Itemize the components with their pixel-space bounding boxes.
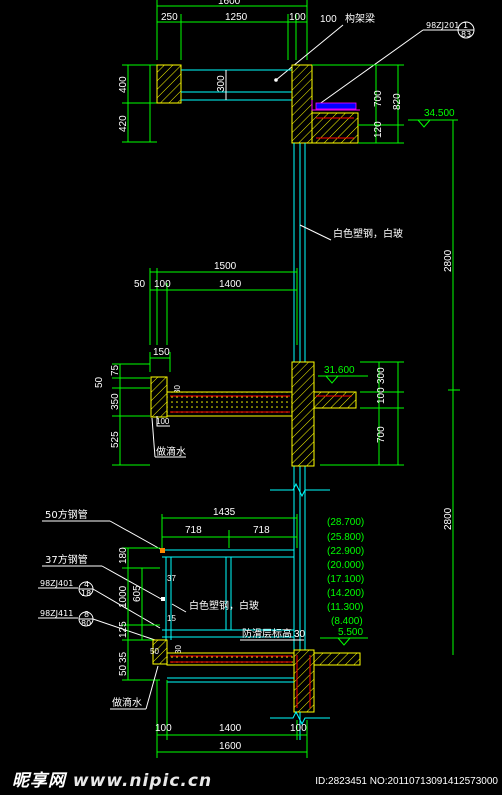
drip-label-lower: 做滴水 bbox=[112, 696, 142, 709]
lower-vert-15: 15 bbox=[167, 614, 176, 623]
mid-parapet bbox=[150, 376, 168, 418]
ref-401-code: 98ZJ401 bbox=[40, 579, 73, 588]
right-vert-2800b: 2800 bbox=[443, 507, 454, 530]
eave-beam-label: 构架梁 bbox=[345, 12, 375, 25]
mid-vert-100: 100 bbox=[156, 417, 170, 426]
top-left-beam bbox=[156, 64, 182, 104]
tube-37-section bbox=[161, 597, 165, 601]
lower-right-slab bbox=[313, 652, 361, 666]
top-vert-300: 300 bbox=[216, 75, 227, 92]
top-ref-code: 98ZJ201 bbox=[426, 21, 459, 30]
lower-vert-125: 125 bbox=[118, 621, 129, 638]
mid-dim-100: 100 bbox=[154, 279, 171, 290]
right-vert-2800a: 2800 bbox=[443, 249, 454, 272]
bottom-dim-1400: 1400 bbox=[219, 723, 242, 734]
top-dimension-chain bbox=[156, 0, 308, 60]
lower-vert-37: 37 bbox=[167, 574, 176, 583]
top-ref-sheet-top: 1 bbox=[463, 21, 468, 30]
lower-parapet bbox=[152, 639, 168, 665]
floor-level: (20.000) bbox=[327, 560, 364, 571]
lower-slab bbox=[166, 652, 295, 666]
top-dim-1250: 1250 bbox=[225, 12, 248, 23]
mid-main-column bbox=[291, 361, 315, 467]
elevation-marker-mid bbox=[318, 375, 368, 384]
lower-vert-35: 35 bbox=[118, 651, 129, 663]
ref-411-num: 8 bbox=[84, 610, 89, 619]
mid-vert-700: 700 bbox=[376, 426, 387, 443]
tube-37-label: 37方钢管 bbox=[45, 553, 88, 566]
mid-vert-30: 30 bbox=[173, 385, 182, 394]
bottom-dimension-chain bbox=[156, 680, 308, 758]
lower-vert-1000: 1000 bbox=[118, 585, 129, 608]
ref-401-sheet: 18 bbox=[81, 589, 91, 598]
mid-vert-350: 350 bbox=[110, 393, 121, 410]
top-dim-100b: 100 bbox=[320, 14, 337, 25]
elevation-mid-label: 31.600 bbox=[324, 365, 355, 376]
top-vert-420: 420 bbox=[118, 115, 129, 132]
bottom-dim-100b: 100 bbox=[290, 723, 307, 734]
top-total-dim: 1600 bbox=[218, 0, 241, 7]
bottom-dim-100a: 100 bbox=[155, 723, 172, 734]
tube-50-label: 50方钢管 bbox=[45, 508, 88, 521]
lower-vert-180: 180 bbox=[118, 547, 129, 564]
top-dim-100a: 100 bbox=[289, 12, 306, 23]
top-vert-700: 700 bbox=[373, 90, 384, 107]
lower-dimension-chain bbox=[161, 514, 298, 548]
elevation-marker-top bbox=[408, 119, 458, 128]
mid-dim-150: 150 bbox=[153, 347, 170, 358]
railing-frame bbox=[162, 549, 294, 640]
ref-411-sheet: 80 bbox=[81, 619, 91, 628]
top-dim-250: 250 bbox=[161, 12, 178, 23]
floor-level: (25.800) bbox=[327, 532, 364, 543]
window-note-mid: 白色塑钢，白玻 bbox=[333, 227, 403, 240]
image-id-text: ID:2823451 NO:20110713091412573000 bbox=[315, 776, 498, 787]
mid-vert-100b: 100 bbox=[376, 387, 387, 404]
ref-411-code: 98ZJ411 bbox=[40, 609, 73, 618]
top-vert-820: 820 bbox=[392, 93, 403, 110]
lower-vert-50b: 50 bbox=[150, 647, 159, 656]
top-vert-400: 400 bbox=[118, 76, 129, 93]
elevation-marker-lower bbox=[320, 637, 368, 646]
elevation-top-label: 34.500 bbox=[424, 108, 455, 119]
lower-dim-718b: 718 bbox=[253, 525, 270, 536]
floor-level: (11.300) bbox=[327, 602, 364, 613]
bottom-total-dim: 1600 bbox=[219, 741, 242, 752]
tube-50-section bbox=[160, 548, 165, 553]
stair-level-note: 防滑层标高 bbox=[242, 627, 292, 640]
floor-level: (28.700) bbox=[327, 517, 364, 528]
watermark-footer: 昵享网 www.nipic.cn ID:2823451 NO:201107130… bbox=[0, 767, 502, 795]
floor-level: 5.500 bbox=[338, 627, 363, 638]
window-note-lower: 白色塑钢，白玻 bbox=[189, 599, 259, 612]
mid-vert-75: 75 bbox=[110, 364, 121, 376]
mid-vert-50: 50 bbox=[94, 376, 105, 388]
break-line-bottom bbox=[270, 710, 330, 726]
top-ref-sheet-bottom: 83 bbox=[461, 30, 471, 39]
mid-total-dim: 1500 bbox=[214, 261, 237, 272]
lower-dim-718a: 718 bbox=[185, 525, 202, 536]
lower-vert-30: 30 bbox=[174, 645, 183, 654]
floor-level: (17.100) bbox=[327, 574, 364, 585]
top-main-column bbox=[291, 64, 313, 144]
floor-level: (8.400) bbox=[331, 616, 363, 627]
lower-vert-30b: 30 bbox=[294, 629, 306, 640]
mid-right-slab bbox=[313, 391, 357, 409]
mid-dim-1400: 1400 bbox=[219, 279, 242, 290]
drip-label-mid: 做滴水 bbox=[156, 445, 186, 458]
lower-main-beam bbox=[293, 649, 315, 713]
lower-vert-50: 50 bbox=[118, 664, 129, 676]
top-vert-120: 120 bbox=[373, 121, 384, 138]
floor-level: (14.200) bbox=[327, 588, 364, 599]
lower-total-dim: 1435 bbox=[213, 507, 236, 518]
mid-dimension-chain bbox=[149, 268, 298, 345]
mid-vert-300: 300 bbox=[376, 367, 387, 384]
break-line-mid bbox=[270, 482, 330, 498]
site-logo: 昵享网 www.nipic.cn bbox=[12, 771, 213, 791]
ref-401-num: 4 bbox=[84, 580, 89, 589]
mid-dim-50: 50 bbox=[134, 279, 146, 290]
mid-vert-525: 525 bbox=[110, 431, 121, 448]
lower-vert-605: 605 bbox=[132, 585, 143, 602]
floor-level: (22.900) bbox=[327, 546, 364, 557]
floor-level-list: (28.700) (25.800) (22.900) (20.000) (17.… bbox=[327, 517, 364, 638]
